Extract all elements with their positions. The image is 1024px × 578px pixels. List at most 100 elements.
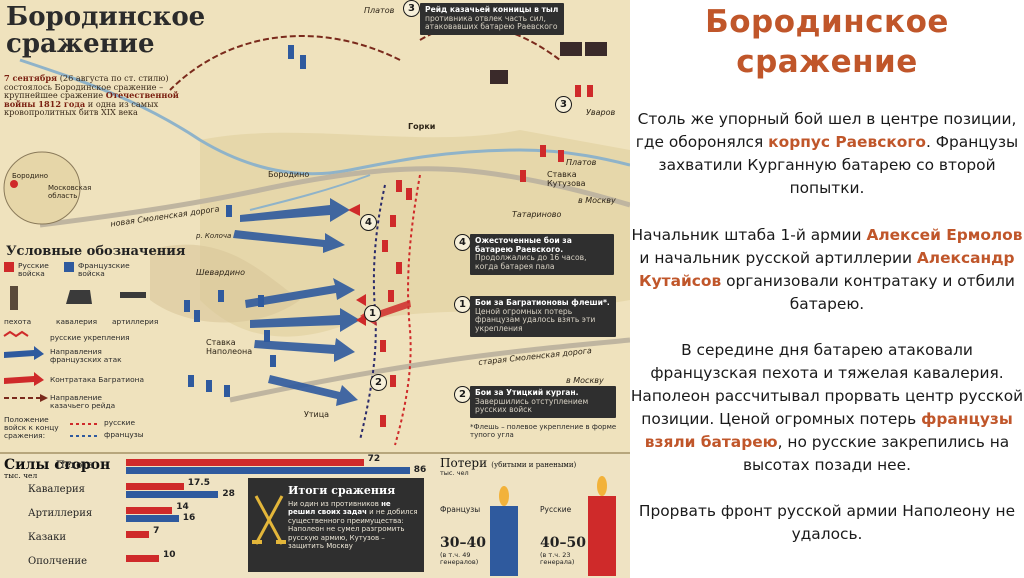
russian-flame-icon — [597, 476, 607, 496]
results-body-b: не решил своих задач — [288, 500, 391, 517]
place-to-moscow: в Москву — [578, 196, 616, 205]
marker-1-map: 1 — [364, 305, 381, 322]
p1-highlight: корпус Раевского — [768, 133, 926, 151]
battle-map: Бородинское сражение 7 сентября (26 авгу… — [0, 0, 630, 576]
marker-4-map: 4 — [360, 214, 377, 231]
p2-highlight-ermolov: Алексей Ермолов — [866, 226, 1023, 244]
forces-unit: тыс. чел — [4, 471, 38, 480]
p2-highlight-kutaisov: Александр Кутайсов — [639, 249, 1015, 290]
p2-text-b: и начальник русской артиллерии — [639, 249, 917, 267]
legend-pos-fr: французы — [104, 430, 144, 439]
map-title-line2: сражение — [6, 29, 155, 60]
marker-3-map: 3 — [555, 96, 572, 113]
forces-bar-french — [126, 515, 179, 522]
losses-french-note: (в т.ч. 49 генералов) — [440, 551, 479, 567]
marker-2-map: 2 — [370, 374, 387, 391]
callout-utitsa-title: Бои за Утицкий курган. — [475, 388, 579, 397]
place-hq-napoleon: Ставка Наполеона — [206, 338, 253, 356]
p1-text-b: . Французы захватили Курганную батарею с… — [658, 133, 1019, 197]
place-utitsa: Утица — [304, 410, 330, 419]
place-to-moscow-2: в Москву — [566, 376, 604, 385]
forces-label: Кавалерия — [28, 484, 85, 495]
legend-title: Условные обозначения — [6, 244, 186, 259]
place-tatarinovo: Татариново — [512, 210, 562, 219]
callout-fleches-body: Ценой огромных потерь французам удалось … — [475, 306, 596, 334]
forces-label: Пехота — [56, 460, 94, 471]
callout-raevsky-body: Продолжались до 16 часов, когда батарея … — [475, 253, 587, 272]
losses-title: Потери (убитыми и ранеными) — [440, 456, 576, 470]
forces-bar-russian — [126, 531, 150, 538]
paragraph-battery-taken: В середине дня батарею атаковали француз… — [630, 339, 1024, 477]
legend-pos-ru: русские — [104, 418, 136, 427]
forces-value-french: 16 — [182, 513, 196, 523]
results-body-a: Ни один из противников — [288, 500, 379, 508]
crossed-swords-icon — [252, 495, 286, 545]
intro-text: (26 августа по ст. стилю) состоялось Бор… — [4, 73, 169, 101]
french-flame-icon — [499, 486, 509, 506]
footnote: *Флешь – полевое укрепление в форме тупо… — [470, 423, 617, 439]
legend-french: Французские войска — [78, 261, 130, 279]
place-borodino-region: Бородино — [12, 172, 49, 180]
legend-artillery: артиллерия — [112, 317, 159, 326]
callout-utitsa-body: Завершились отступлением русских войск — [475, 396, 589, 415]
legend-cavalry: кавалерия — [56, 317, 98, 326]
legend-french-attacks: Направления французских атак — [50, 347, 122, 365]
losses-french-label: Французы — [440, 505, 481, 514]
legend-infantry: пехота — [4, 317, 32, 326]
legend-russian: Русские войска — [18, 261, 49, 279]
map-intro: 7 сентября (26 августа по ст. стилю) сос… — [4, 74, 192, 117]
p2-text-a: Начальник штаба 1-й армии — [631, 226, 867, 244]
slide-title: Бородинское сражение — [630, 2, 1024, 82]
place-platov-mid: Платов — [566, 158, 597, 167]
place-shevardino: Шевардино — [196, 268, 246, 277]
forces-value-russian: 72 — [367, 454, 381, 464]
callout-cossack-body: противника отвлек часть сил, атаковавших… — [425, 13, 558, 32]
callout-fleches-title: Бои за Багратионовы флеши*. — [475, 298, 610, 307]
forces-label: Казаки — [28, 532, 67, 543]
russian-candle — [588, 496, 616, 576]
p3-text-a: В середине дня батарею атаковали француз… — [630, 341, 1024, 428]
p3-highlight: французы взяли батарею — [644, 410, 1013, 451]
paragraph-raevsky: Столь же упорный бой шел в центре позици… — [630, 108, 1024, 200]
losses-unit: тыс. чел — [440, 469, 469, 477]
forces-value-russian: 7 — [153, 526, 160, 536]
place-platov-top: Платов — [364, 6, 395, 15]
forces-bar-russian — [126, 483, 184, 490]
losses-russian-label: Русские — [540, 505, 572, 514]
results-box: Итоги сражения Ни один из противников не… — [248, 478, 424, 572]
place-hq-kutuzov: Ставка Кутузова — [547, 170, 586, 188]
forces-value-russian: 10 — [163, 550, 176, 560]
forces-value-french: 28 — [222, 489, 235, 499]
forces-bar-french — [126, 491, 219, 498]
place-uvarov: Уваров — [586, 108, 616, 117]
p1-text-a: Столь же упорный бой шел в центре позици… — [635, 110, 1017, 151]
slide-title-line1: Бородинское — [705, 4, 949, 40]
forces-value-russian: 17.5 — [187, 478, 210, 488]
forces-label: Артиллерия — [28, 508, 93, 519]
losses-russian-value: 40–50 — [540, 535, 586, 551]
marker-2: 2 — [454, 386, 471, 403]
forces-value-russian: 14 — [176, 502, 189, 512]
legend-fortifications: русские укрепления — [50, 333, 130, 342]
forces-label: Ополчение — [28, 556, 88, 567]
map-terrain — [0, 0, 630, 452]
map-title-line1: Бородинское — [6, 2, 206, 32]
place-moscow-region: Московская область — [48, 184, 92, 200]
losses-candles — [490, 476, 616, 576]
map-title: Бородинское сражение — [6, 2, 206, 60]
losses-russian-note: (в т.ч. 23 генерала) — [540, 551, 575, 567]
losses-french-value: 30–40 — [440, 535, 486, 551]
marker-1: 1 — [454, 296, 471, 313]
paragraph-counterattack: Начальник штаба 1-й армии Алексей Ермоло… — [630, 224, 1024, 316]
marker-4: 4 — [454, 234, 471, 251]
p3-text-b: , но русские закрепились на высотах поза… — [742, 433, 1010, 474]
forces-value-french: 86 — [413, 465, 427, 475]
callout-raevsky: Ожесточенные бои за батарею Раевского. П… — [470, 234, 614, 275]
results-body-c: и не добился существенного преимущества:… — [288, 508, 418, 550]
place-borodino: Бородино — [268, 170, 310, 179]
french-candle — [490, 506, 518, 576]
legend-bagration: Контратака Багратиона — [50, 375, 144, 384]
forces-bar-russian — [126, 507, 173, 514]
forces-bar-russian — [126, 555, 159, 562]
callout-raevsky-title: Ожесточенные бои за батарею Раевского. — [475, 236, 572, 254]
